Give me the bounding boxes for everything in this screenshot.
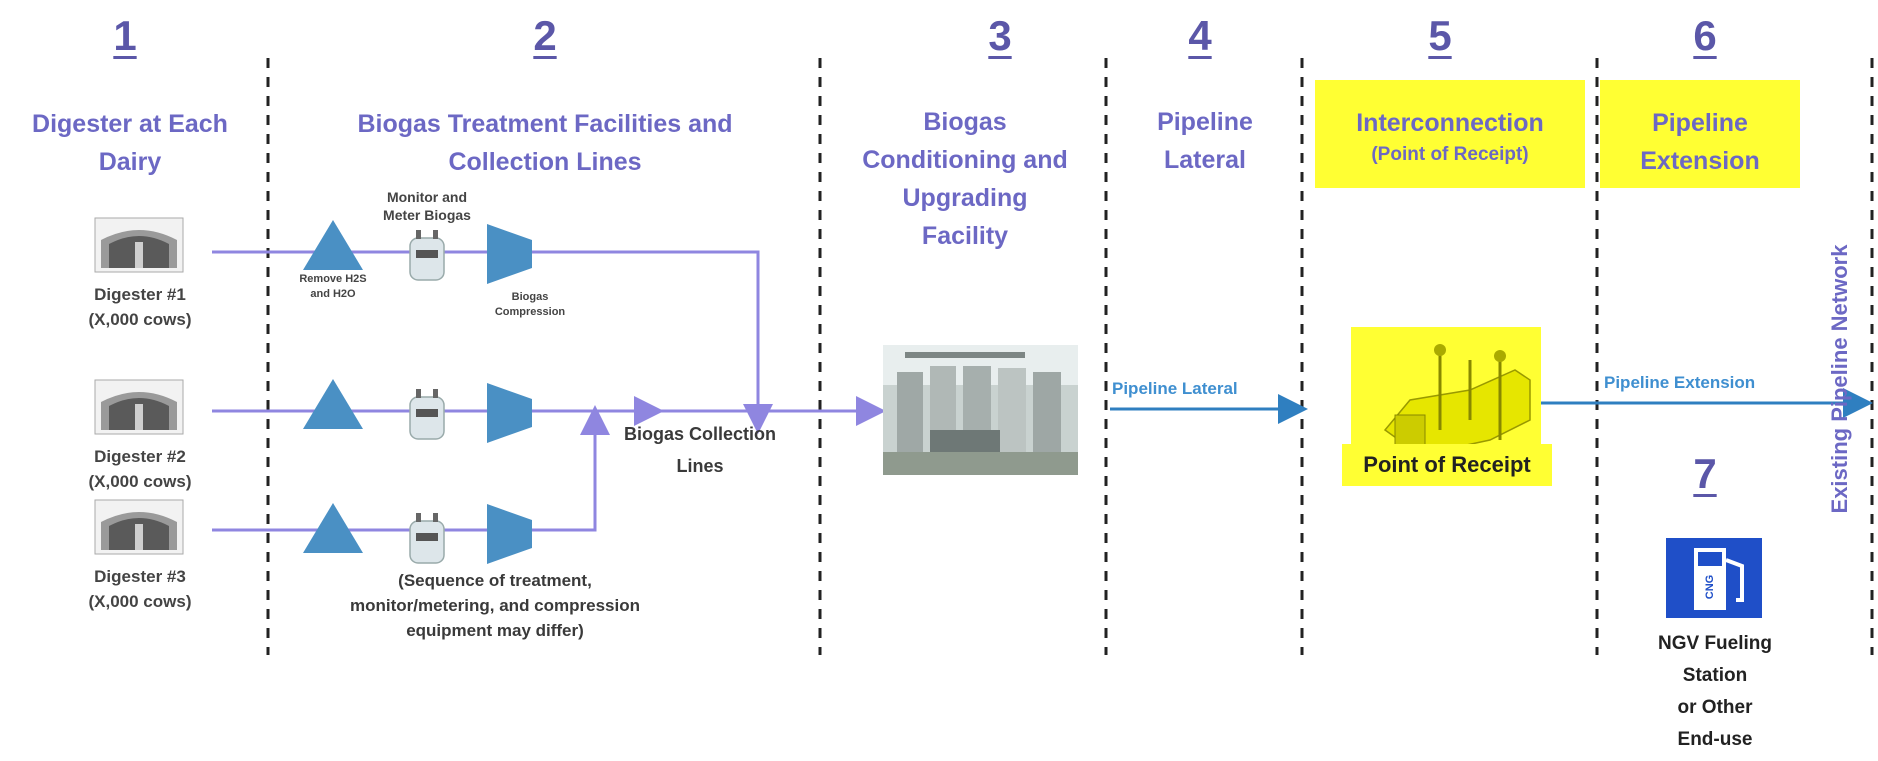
stage-5-title: Interconnection (Point of Receipt) <box>1315 80 1585 188</box>
digester-3-label: Digester #3(X,000 cows) <box>88 567 192 611</box>
digester-icons <box>94 217 184 555</box>
stage-dividers <box>266 58 1874 655</box>
fuel-station-icon <box>1666 538 1762 618</box>
pipeline-lines <box>1110 388 1873 424</box>
existing-pipeline-network-label: Existing Pipeline Network <box>1827 244 1852 514</box>
stage-number-4: 4 <box>1188 12 1212 59</box>
cng-icon-text-wrap: CNG <box>1694 572 1726 602</box>
h2s-removal-icons <box>303 220 363 553</box>
treatment-sequence-note: (Sequence of treatment,monitor/metering,… <box>350 571 640 640</box>
stage-number-6: 6 <box>1693 12 1717 59</box>
stage-number-7: 7 <box>1693 450 1717 497</box>
biogas-meter-icons <box>409 230 445 564</box>
pipeline-extension-label: Pipeline Extension <box>1604 373 1756 392</box>
stage-number-3: 3 <box>988 12 1012 59</box>
stage-number-1: 1 <box>113 12 137 59</box>
digester-2-label: Digester #2(X,000 cows) <box>88 447 192 491</box>
digester-1-label: Digester #1(X,000 cows) <box>88 285 192 329</box>
stage-number-5: 5 <box>1428 12 1452 59</box>
cng-icon-text: CNG <box>1704 574 1716 600</box>
compressor-icons <box>487 224 532 564</box>
upgrading-facility-image <box>883 345 1078 475</box>
pipeline-lateral-label: Pipeline Lateral <box>1112 379 1238 398</box>
stage-number-2: 2 <box>533 12 557 59</box>
point-of-receipt-label: Point of Receipt <box>1342 444 1552 486</box>
